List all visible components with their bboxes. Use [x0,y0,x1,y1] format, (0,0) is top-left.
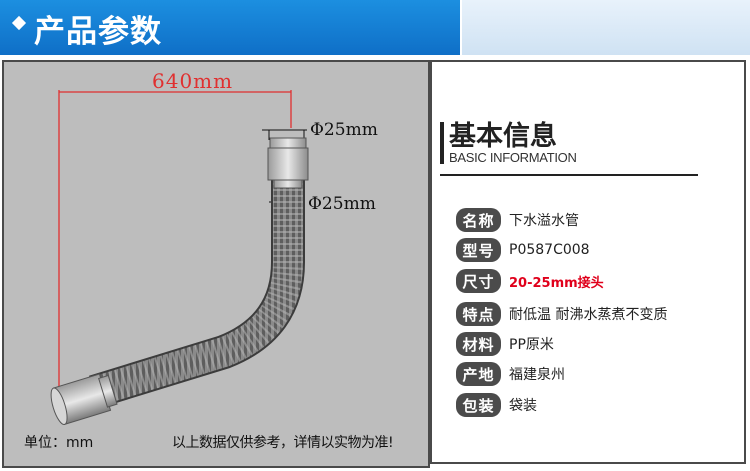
info-subtitle: BASIC INFORMATION [449,150,577,165]
header-blue-band [0,0,460,55]
spec-key: 特点 [456,302,501,326]
title-accent-bar [440,122,444,164]
spec-key: 型号 [456,238,501,262]
spec-value: 福建泉州 [509,367,565,383]
section-header: 产品参数 [0,0,750,55]
spec-value: P0587C008 [509,242,590,258]
spec-key: 材料 [456,332,501,356]
spec-value: PP原米 [509,337,554,353]
spec-value: 耐低温 耐沸水蒸煮不变质 [509,307,668,323]
spec-row-name: 名称 下水溢水管 [456,208,579,232]
spec-row-origin: 产地 福建泉州 [456,362,565,386]
bottom-fitting [50,373,118,426]
disclaimer-text: 以上数据仅供参考，详情以实物为准! [172,435,394,451]
info-title: 基本信息 [449,121,557,152]
spec-row-size: 尺寸 20-25mm接头 [456,269,604,293]
spec-row-packaging: 包装 袋装 [456,393,537,417]
length-dimension-label: 640mm [152,69,233,93]
spec-row-material: 材料 PP原米 [456,332,554,356]
top-fitting [267,137,309,189]
spec-value: 袋装 [509,398,537,414]
title-underline [440,174,698,176]
product-image-panel: 640mm Φ25mm Φ25mm 单位：mm 以上数据仅供参考，详情以实物为准… [2,60,430,468]
spec-row-model: 型号 P0587C008 [456,238,590,262]
spec-row-features: 特点 耐低温 耐沸水蒸煮不变质 [456,302,667,326]
basic-info-panel: 基本信息 BASIC INFORMATION 名称 下水溢水管 型号 P0587… [430,60,746,464]
hose-body [89,177,303,407]
section-title: 产品参数 [34,14,162,50]
length-dimension [58,90,292,392]
top-diameter-label: Φ25mm [310,120,378,140]
spec-key: 名称 [456,208,501,232]
header-banner: 产品参数 [0,0,750,55]
unit-label: 单位：mm [24,435,94,451]
header-light-band [462,0,750,55]
hose-diameter-label: Φ25mm [308,194,376,214]
spec-key: 包装 [456,393,501,417]
spec-key: 产地 [456,362,501,386]
spec-value: 下水溢水管 [509,213,579,229]
hose-drawing: 640mm Φ25mm Φ25mm [50,69,378,426]
spec-key: 尺寸 [456,269,501,293]
spec-value-highlight: 20-25mm接头 [509,275,604,291]
